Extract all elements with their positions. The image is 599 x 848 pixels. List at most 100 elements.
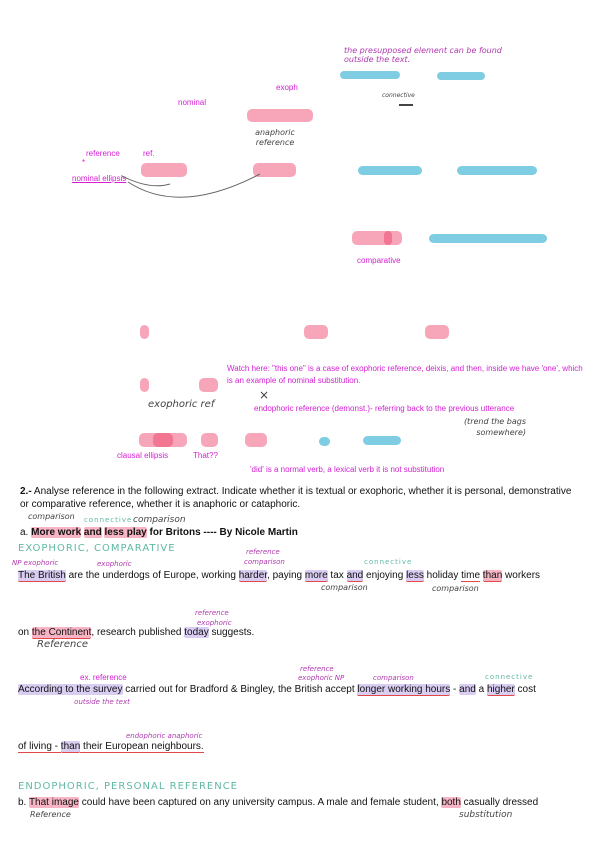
category-endophoric-personal: ENDOPHORIC, PERSONAL REFERENCE <box>18 781 238 792</box>
ann-endophoric-anaphoric: endophoric anaphoric <box>126 732 203 740</box>
ann-connective: connective <box>84 516 133 524</box>
title-less-play: less play <box>104 527 147 538</box>
highlight-bar <box>140 378 149 392</box>
highlight-bar <box>245 433 267 447</box>
exercise-number: 2.- <box>20 486 32 497</box>
text-span: suggests. <box>208 627 255 638</box>
ann-comparison: comparison <box>244 558 285 566</box>
label-clausal-ellipsis: clausal ellipsis <box>117 451 169 460</box>
handwritten-connective: connective <box>382 92 415 99</box>
highlight-bar <box>437 72 485 80</box>
text-span: tax <box>327 570 347 581</box>
highlight-bar <box>141 163 187 177</box>
highlight-bar <box>340 71 400 79</box>
ann-reference: reference <box>300 665 334 673</box>
highlight-bar <box>352 231 402 245</box>
highlight-the-british: The British <box>18 570 66 582</box>
text-line-2: on the Continent, research published tod… <box>18 627 255 639</box>
label-nominal: nominal <box>178 98 207 107</box>
ann-reference: reference <box>246 548 280 556</box>
ann-exophoric: exophoric <box>197 619 232 627</box>
highlight-bar <box>358 166 422 175</box>
text-span: , research published <box>91 627 185 638</box>
ann-ex-reference: ex. reference <box>80 673 127 682</box>
dash-mark <box>399 104 413 106</box>
item-label: a. <box>20 527 29 538</box>
watch-note: Watch here: "this one" is a case of exop… <box>227 364 583 385</box>
highlight-the-continent: the Continent <box>31 627 92 639</box>
label-comparative: comparative <box>357 256 401 265</box>
ann-exophoric-np: exophoric NP <box>298 674 345 682</box>
item-b-text: b. That image could have been captured o… <box>18 797 538 808</box>
item-a-title: a. More work and less play for Britons -… <box>20 527 298 538</box>
text-span: their European neighbours. <box>80 741 204 753</box>
exercise-instruction: 2.- Analyse reference in the following e… <box>20 485 580 511</box>
highlight-both: both <box>441 797 461 808</box>
ann-comparison: comparison <box>432 584 479 593</box>
label-ref: ref. <box>143 149 155 158</box>
highlight-longer-working-hours: longer working hours <box>357 684 451 696</box>
text-span: of living - <box>18 741 61 753</box>
title-rest: for Britons ---- By Nicole Martin <box>149 527 298 538</box>
handwritten-note-presupposed: the presupposed element can be found out… <box>344 46 502 64</box>
highlight-bar <box>363 436 401 445</box>
highlight-bar <box>384 231 392 245</box>
cross-mark: × <box>259 388 270 402</box>
handwritten-bags-note: (trend the bags somewhere) <box>463 417 526 437</box>
highlight-bar <box>247 109 313 122</box>
handwritten-exophoric-ref: exophoric ref <box>148 399 215 410</box>
handwritten-anaphoric-reference: anaphoric reference <box>255 128 295 147</box>
highlight-more: more <box>304 570 328 582</box>
text-span: workers <box>502 570 541 581</box>
text-span: casually dressed <box>460 797 539 808</box>
text-span: holiday <box>423 570 462 581</box>
text-span: could have been captured on any universi… <box>78 797 442 808</box>
highlight-bar <box>457 166 537 175</box>
ann-reference: Reference <box>30 810 71 819</box>
ann-outside-text: outside the text <box>74 698 130 706</box>
ann-connective: connective <box>485 673 534 681</box>
text-span: , paying <box>267 570 305 581</box>
text-span: a <box>475 684 487 695</box>
highlight-according-to-survey: According to the survey <box>18 684 123 695</box>
did-note: 'did' is a normal verb, a lexical verb i… <box>250 465 445 474</box>
ann-comparison: comparison <box>133 515 186 525</box>
ann-comparison: comparison <box>373 674 414 682</box>
ann-reference: Reference <box>37 639 89 650</box>
text-span: are the underdogs of Europe, working <box>65 570 239 581</box>
text-span: carried out for Bradford & Bingley, the … <box>122 684 358 695</box>
category-exophoric-comparative: EXOPHORIC, COMPARATIVE <box>18 543 176 554</box>
ann-comparison: comparison <box>28 512 75 521</box>
highlight-bar <box>319 437 330 446</box>
text-span: enjoying <box>363 570 407 581</box>
highlight-that-image: That image <box>28 797 79 808</box>
highlight-than: than <box>60 741 81 753</box>
ann-comparison: comparison <box>321 583 368 592</box>
label-exoph: exoph <box>276 83 298 92</box>
highlight-bar <box>153 433 173 447</box>
label-nominal-ellipsis: nominal ellipsis <box>72 174 127 183</box>
highlight-higher: higher <box>486 684 515 696</box>
text-span: - <box>450 684 460 695</box>
label-that: That?? <box>193 451 218 460</box>
highlight-and: and <box>459 684 476 695</box>
highlight-bar <box>199 378 218 392</box>
highlight-bar <box>253 163 296 177</box>
text-span: on <box>18 627 32 638</box>
text-line-1: The British are the underdogs of Europe,… <box>18 570 541 582</box>
highlight-bar <box>140 325 149 339</box>
ann-substitution: substitution <box>459 810 513 820</box>
ann-exophoric: exophoric <box>97 560 132 568</box>
instruction-text: Analyse reference in the following extra… <box>20 486 572 510</box>
highlight-time: time <box>461 570 481 582</box>
ann-np-exophoric: NP exophoric <box>12 559 59 567</box>
highlight-today: today <box>184 627 209 638</box>
text-line-3: According to the survey carried out for … <box>18 684 536 696</box>
endophoric-reference-note: endophoric reference (demonst.)- referri… <box>254 404 515 413</box>
highlight-less: less <box>406 570 424 582</box>
text-span: cost <box>514 684 536 695</box>
title-more-work: More work <box>31 527 82 538</box>
text-line-4: of living - than their European neighbou… <box>18 741 204 753</box>
highlight-bar <box>201 433 218 447</box>
ann-reference: reference <box>195 609 229 617</box>
